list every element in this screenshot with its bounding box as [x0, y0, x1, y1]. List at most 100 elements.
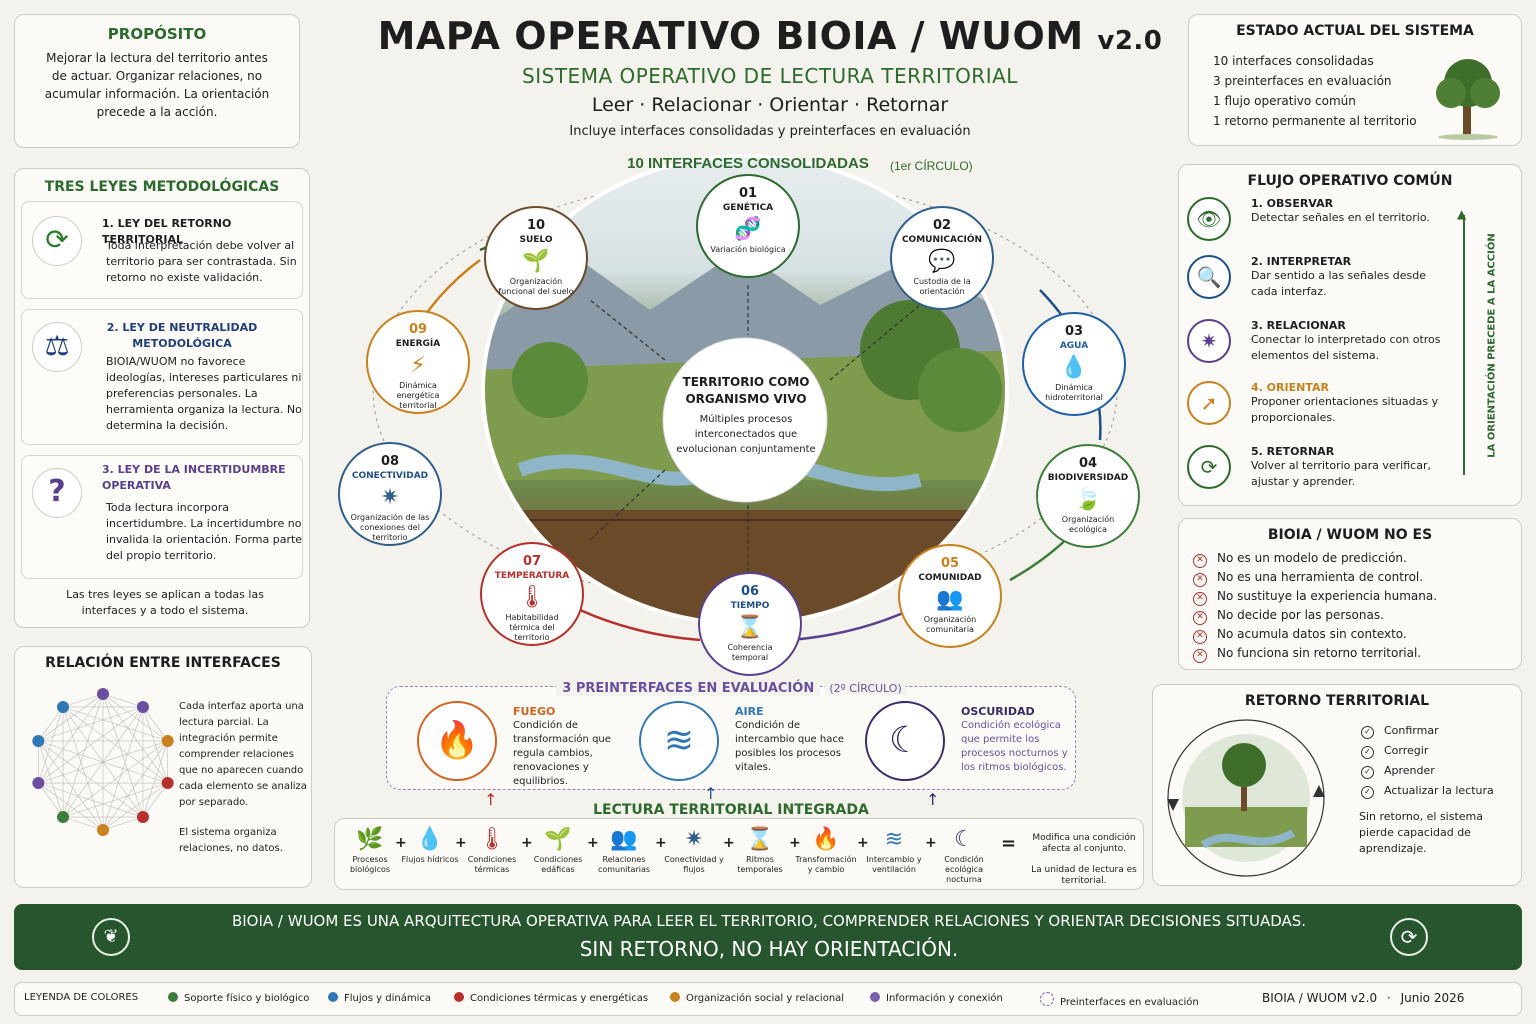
magnifier-icon: 🔍	[1187, 255, 1231, 299]
banner-line-1: BIOIA / WUOM ES UNA ARQUITECTURA OPERATI…	[231, 912, 1307, 930]
ring-label-suffix: (1er CÍRCULO)	[890, 158, 973, 173]
preinterface-aire[interactable]: ≋ AIRE Condición de intercambio que hace…	[639, 701, 859, 781]
interface-conectividad[interactable]: 08 CONECTIVIDAD ✷ Organización de las co…	[338, 442, 442, 546]
relacion-text: Cada interfaz aporta una lectura parcial…	[179, 701, 307, 808]
law-1-title: 1. LEY DEL RETORNO TERRITORIAL	[102, 217, 232, 246]
noes-panel: BIOIA / WUOM NO ES ✕No es un modelo de p…	[1178, 518, 1522, 670]
chat-icon: 💬	[928, 249, 956, 274]
refresh-icon: ⟳	[1187, 445, 1231, 489]
close-icon: ✕	[1193, 592, 1207, 606]
interface-comunidad[interactable]: 05 COMUNIDAD 👥 Organización comunitaria	[898, 544, 1002, 648]
proposito-title: PROPÓSITO	[107, 25, 207, 43]
network-edge	[62, 706, 168, 742]
relacion-title: RELACIÓN ENTRE INTERFACES	[45, 655, 281, 671]
header: MAPA OPERATIVO BIOIA / WUOM v2.0 SISTEMA…	[300, 14, 1240, 139]
compass-icon: ➚	[1187, 381, 1231, 425]
network-icon: ✷	[684, 827, 704, 852]
integ-item-0: 🌿Procesos biológicos	[337, 825, 403, 875]
lightning-icon: ⚡	[410, 353, 426, 378]
integ-item-8: ≋Intercambio y ventilación	[861, 825, 927, 875]
tree-icon	[1436, 59, 1500, 140]
retorno-note: Sin retorno, el sistema pierde capacidad…	[1359, 810, 1483, 855]
network-icon: ✷	[380, 485, 400, 510]
network-edge	[102, 816, 144, 831]
fire-icon: 🔥	[812, 827, 840, 852]
noes-item: ✕No funciona sin retorno territorial.	[1193, 646, 1421, 663]
legend-item: Soporte físico y biológico	[168, 992, 309, 1004]
law-1-text: Toda interpretación debe volver al terri…	[106, 239, 297, 284]
network-edge	[102, 693, 168, 784]
center-desc: Múltiples procesos interconectados que e…	[676, 414, 816, 455]
preinterfaces-label: 3 PREINTERFACES EN EVALUACIÓN	[556, 681, 821, 696]
integrada-title: LECTURA TERRITORIAL INTEGRADA	[593, 802, 869, 818]
network-node	[161, 777, 174, 790]
sprout-icon: 🌱	[544, 827, 572, 852]
network-edge	[38, 782, 64, 818]
network-icon: ✷	[1187, 319, 1231, 363]
steps-line: Leer · Relacionar · Orientar · Retornar	[591, 94, 949, 116]
network-node	[136, 811, 149, 824]
interface-tiempo[interactable]: 06 TIEMPO ⌛ Coherencia temporal	[698, 572, 802, 676]
dna-icon: 🧬	[734, 217, 762, 242]
center-title: TERRITORIO COMO ORGANISMO VIVO	[682, 375, 810, 406]
close-icon: ✕	[1193, 630, 1207, 644]
leyes-footer: Las tres leyes se aplican a todas las in…	[66, 588, 264, 617]
noes-item: ✕No decide por las personas.	[1193, 608, 1384, 625]
interface-genetica[interactable]: 01 GENÉTICA 🧬 Variación biológica	[696, 174, 800, 278]
interface-energia[interactable]: 09 ENERGÍA ⚡ Dinámica energética territo…	[366, 310, 470, 414]
refresh-icon: ⟳	[32, 216, 82, 266]
network-node	[32, 777, 45, 790]
interface-temperatura[interactable]: 07 TEMPERATURA 🌡 Habitabilidad térmica d…	[480, 542, 584, 646]
page-title: MAPA OPERATIVO BIOIA / WUOM v2.0	[377, 14, 1163, 58]
network-node	[97, 824, 109, 836]
check-icon: ✓	[1361, 786, 1374, 799]
retorno-item: ✓Confirmar	[1361, 721, 1494, 741]
preinterface-fuego[interactable]: 🔥 FUEGO Condición de transformación que …	[417, 701, 637, 787]
network-edge	[62, 706, 144, 818]
network-edge	[142, 706, 168, 742]
people-icon: 👥	[610, 827, 638, 852]
version-label: v2.0	[1097, 26, 1163, 56]
hourglass-icon: ⌛	[736, 615, 764, 640]
side-arrow-line	[1463, 215, 1465, 475]
arrow-up-icon: ↑	[926, 790, 940, 809]
network-edge	[102, 693, 144, 708]
legend-title: LEYENDA DE COLORES	[24, 992, 139, 1003]
noes-title: BIOIA / WUOM NO ES	[1267, 527, 1433, 543]
bottom-banner: ❦ BIOIA / WUOM ES UNA ARQUITECTURA OPERA…	[14, 904, 1522, 970]
interface-agua[interactable]: 03 AGUA 💧 Dinámica hidroterritorial	[1022, 312, 1126, 416]
network-edge	[142, 782, 168, 818]
retorno-item: ✓Corregir	[1361, 741, 1494, 761]
integ-item-1: 💧Flujos hídricos	[397, 825, 463, 865]
integrada-panel: 🌿Procesos biológicos + 💧Flujos hídricos …	[334, 818, 1144, 890]
legend-item: Información y conexión	[870, 992, 1003, 1004]
thermometer-icon: 🌡	[478, 827, 506, 852]
network-edge	[62, 706, 168, 784]
refresh-icon: ⟳	[1390, 918, 1428, 956]
water-drop-icon: 💧	[416, 827, 444, 852]
thermometer-icon: 🌡	[518, 585, 546, 610]
preinterface-oscuridad[interactable]: ☾ OSCURIDAD Condición ecológica que perm…	[865, 701, 1085, 781]
interface-biodiversidad[interactable]: 04 BIODIVERSIDAD 🍃 Organización ecológic…	[1036, 444, 1140, 548]
law-2: ⚖ 2. LEY DE NEUTRALIDAD METODOLÓGICA BIO…	[21, 309, 303, 445]
check-icon: ✓	[1361, 746, 1374, 759]
leaf-icon: 🌿	[356, 827, 384, 852]
sprout-icon: 🌱	[522, 249, 550, 274]
interface-network-graphic	[32, 688, 174, 836]
interface-suelo[interactable]: 10 SUELO 🌱 Organización funcional del su…	[484, 206, 588, 310]
estado-title: ESTADO ACTUAL DEL SISTEMA	[1236, 23, 1474, 39]
proposito-panel: PROPÓSITO Mejorar la lectura del territo…	[14, 14, 300, 148]
banner-line-2: SIN RETORNO, NO HAY ORIENTACIÓN.	[579, 937, 959, 961]
relacion-text-2: El sistema organiza relaciones, no datos…	[179, 827, 283, 854]
flujo-title: FLUJO OPERATIVO COMÚN	[1247, 173, 1453, 189]
interface-comunicacion[interactable]: 02 COMUNICACIÓN 💬 Custodia de la orienta…	[890, 206, 994, 310]
network-edge	[38, 706, 144, 742]
integrada-result-1: Modifica una condición afecta al conjunt…	[1032, 833, 1136, 854]
integ-item-9: ☾Condición ecológica nocturna	[931, 825, 997, 885]
moon-icon: ☾	[954, 827, 974, 852]
retorno-panel: RETORNO TERRITORIAL ✓Confirmar ✓Corregir…	[1152, 684, 1522, 886]
